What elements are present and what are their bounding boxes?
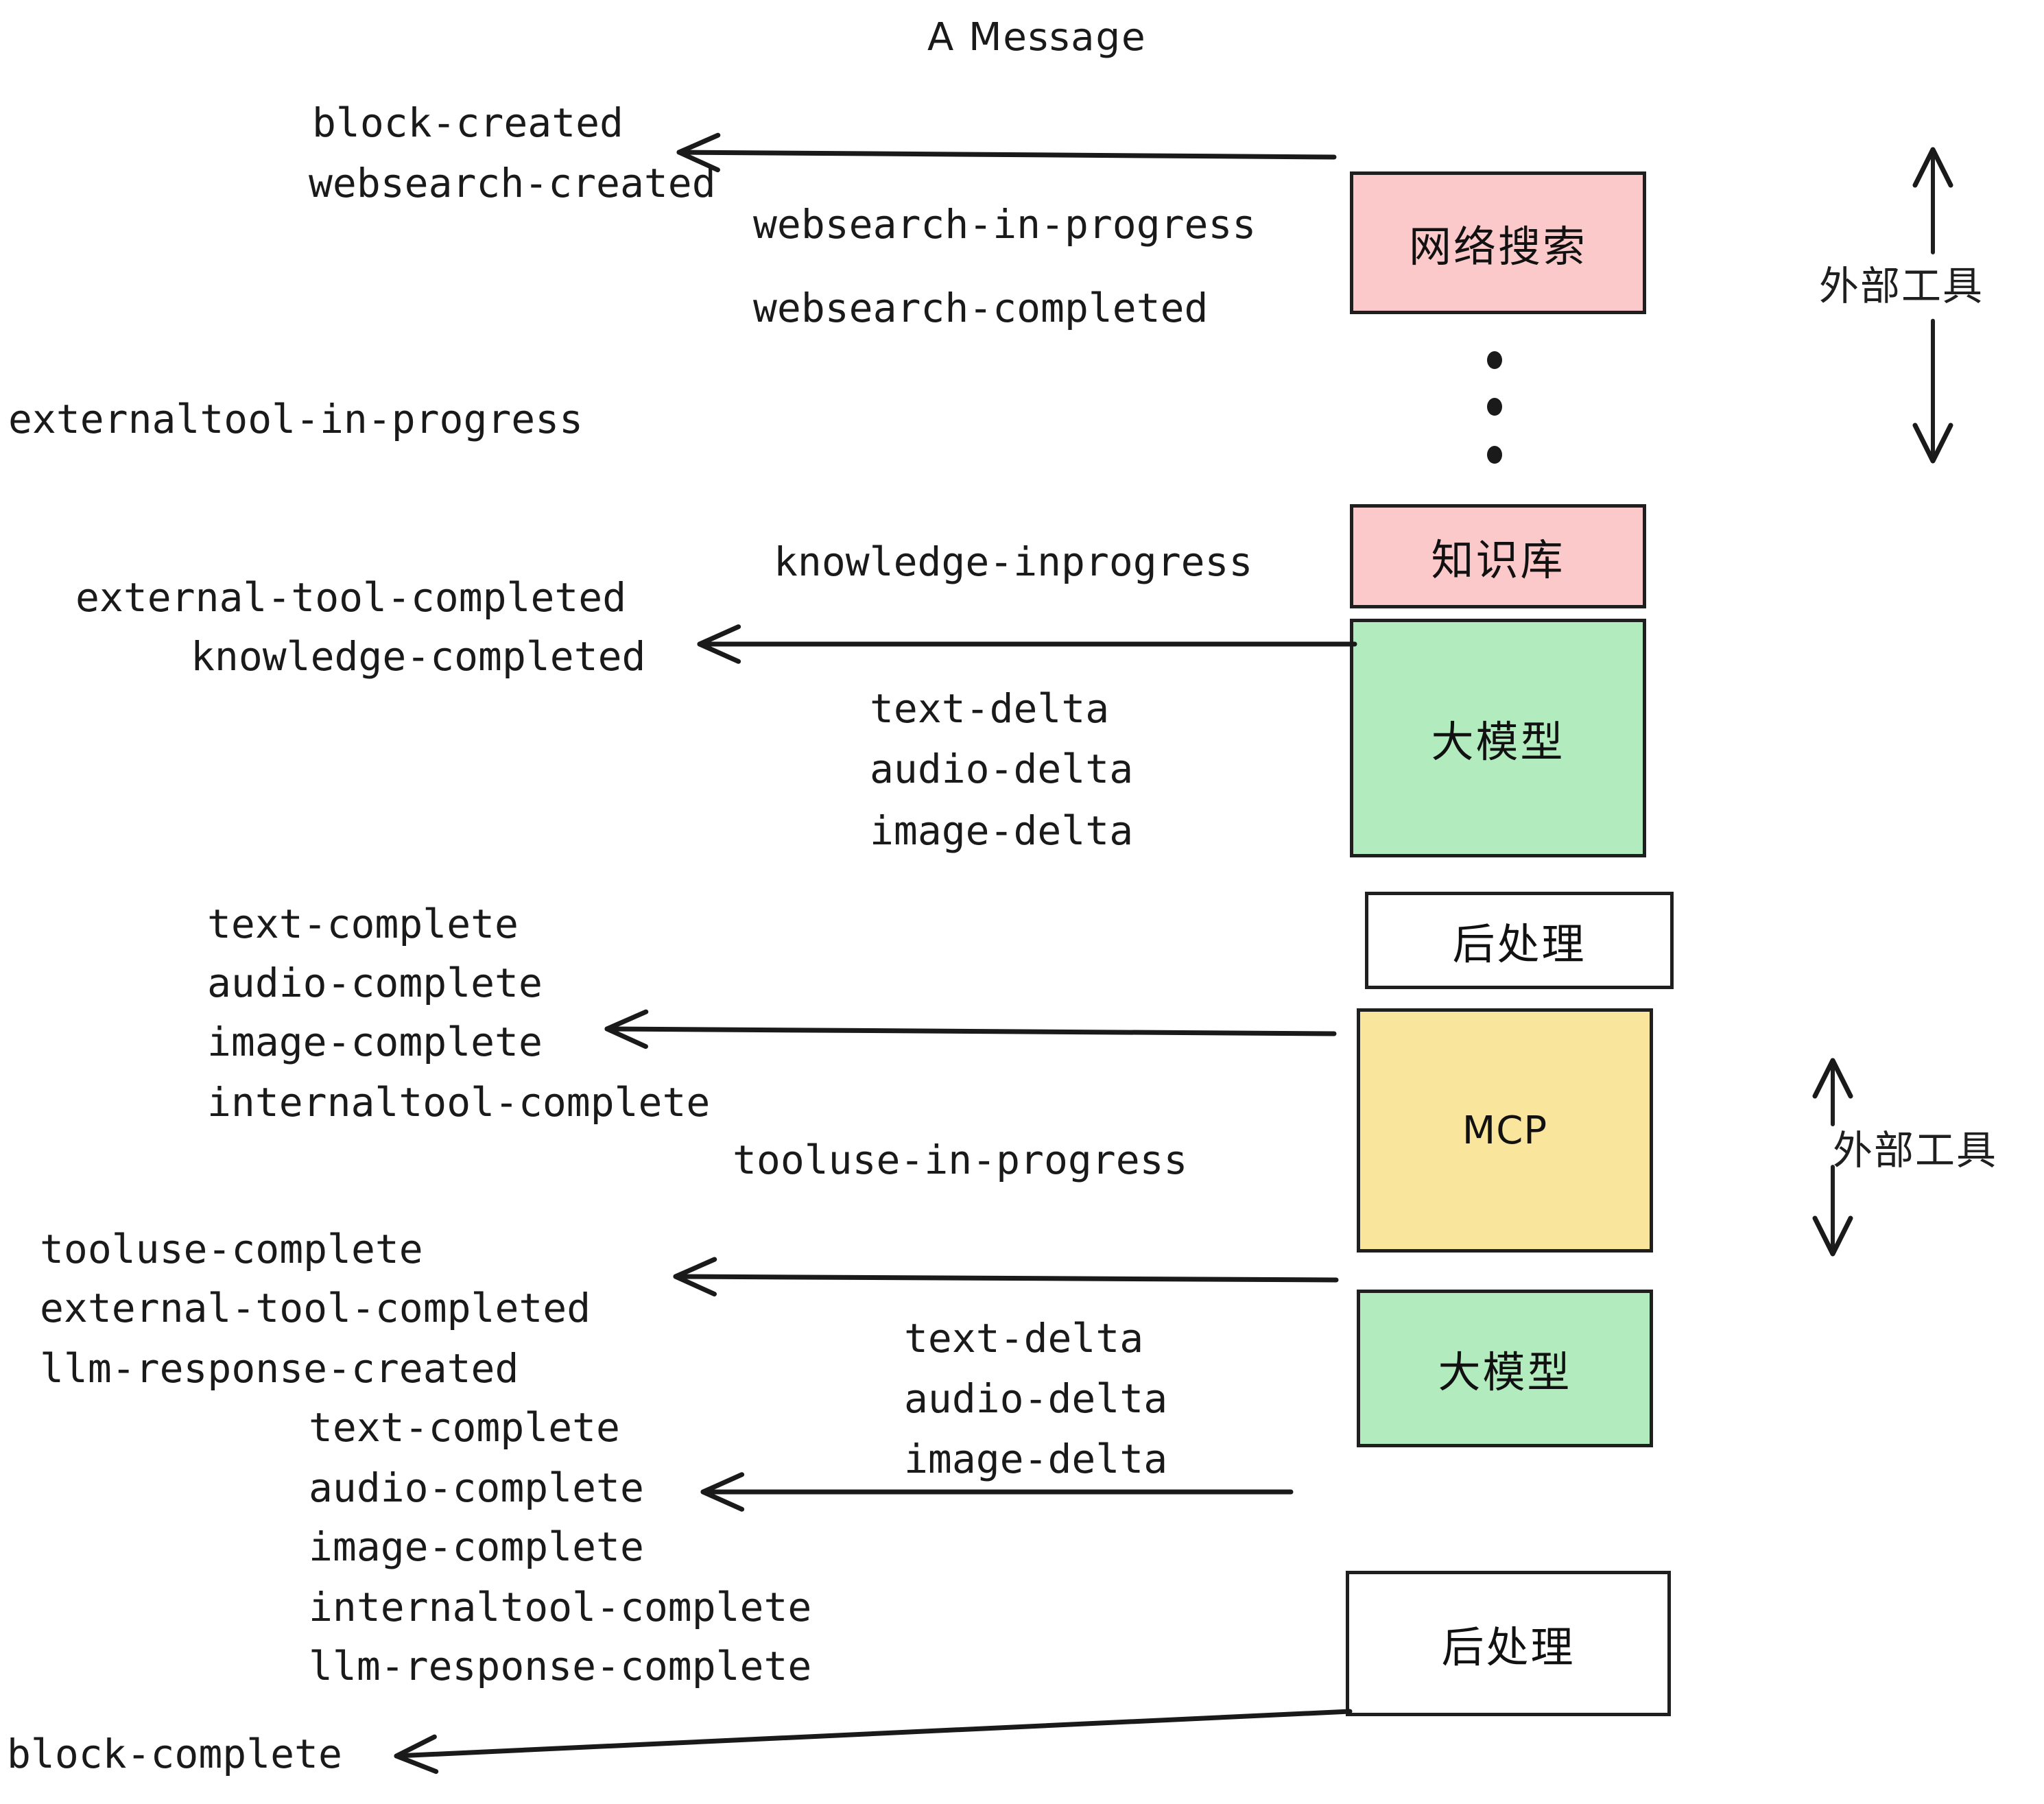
external-tool-group-label: 外部工具: [1819, 263, 1984, 309]
arrow-head-up-icon: [1912, 147, 1953, 188]
event-label: audio-delta: [904, 1375, 1168, 1422]
external-tool-group-label: 外部工具: [1833, 1127, 1998, 1174]
arrow-postprocess2-to-block: [394, 1709, 1353, 1775]
event-label: websearch-in-progress: [753, 201, 1257, 248]
event-label: text-complete: [207, 901, 519, 947]
event-label: internaltool-complete: [207, 1079, 711, 1126]
event-label: external-tool-completed: [75, 574, 627, 621]
ellipsis-dot-icon: [1487, 351, 1502, 369]
event-label: knowledge-inprogress: [774, 538, 1253, 585]
event-label: external-tool-completed: [40, 1285, 591, 1331]
event-label: internaltool-complete: [309, 1584, 812, 1630]
event-label: audio-complete: [207, 960, 543, 1006]
arrow-head-icon: [697, 624, 741, 664]
component-box: 网络搜索: [1350, 171, 1646, 314]
event-label: block-complete: [7, 1731, 342, 1777]
arrow-head-icon: [604, 1009, 649, 1049]
component-box: 知识库: [1350, 504, 1646, 608]
ellipsis-dot-icon: [1487, 446, 1502, 464]
event-label: externaltool-in-progress: [8, 396, 584, 442]
arrow-shaft: [604, 1026, 1337, 1036]
event-label: audio-complete: [309, 1464, 644, 1511]
ellipsis-dot-icon: [1487, 398, 1502, 416]
event-label: image-delta: [870, 807, 1134, 854]
component-box: 后处理: [1365, 892, 1674, 989]
arrow-head-down-icon: [1912, 423, 1953, 464]
event-label: text-delta: [870, 685, 1110, 732]
page-title: A Message: [927, 15, 1147, 60]
event-label: audio-delta: [870, 746, 1134, 792]
arrow-head-down-icon: [1812, 1215, 1853, 1257]
arrow-head-icon: [700, 1472, 745, 1512]
arrow-postprocess-to-left: [604, 1009, 1337, 1049]
event-label: text-complete: [309, 1404, 620, 1451]
arrow-head-icon: [673, 1257, 717, 1297]
arrow-mcp-to-left: [673, 1257, 1339, 1297]
arrow-websearch-to-block: [676, 132, 1337, 173]
component-box: 大模型: [1350, 619, 1646, 857]
event-label: websearch-created: [309, 160, 716, 206]
event-label: knowledge-completed: [191, 633, 646, 680]
event-label: image-complete: [207, 1019, 543, 1065]
arrow-knowledge-to-left: [697, 624, 1357, 664]
arrow-shaft: [673, 1274, 1339, 1283]
component-box: 后处理: [1346, 1571, 1671, 1716]
arrow-head-icon: [394, 1734, 439, 1775]
event-label: websearch-completed: [753, 285, 1209, 331]
event-label: image-complete: [309, 1523, 644, 1570]
event-label: llm-response-created: [40, 1345, 519, 1392]
arrow-shaft: [676, 150, 1337, 160]
event-label: image-delta: [904, 1436, 1168, 1482]
arrow-shaft: [394, 1709, 1353, 1759]
component-box: MCP: [1357, 1008, 1653, 1253]
arrow-head-up-icon: [1812, 1058, 1853, 1099]
event-label: tooluse-complete: [40, 1226, 423, 1272]
event-label: text-delta: [904, 1315, 1144, 1362]
event-label: tooluse-in-progress: [733, 1137, 1188, 1183]
event-label: block-created: [312, 99, 623, 146]
event-label: llm-response-complete: [309, 1643, 812, 1689]
component-box: 大模型: [1357, 1290, 1653, 1447]
